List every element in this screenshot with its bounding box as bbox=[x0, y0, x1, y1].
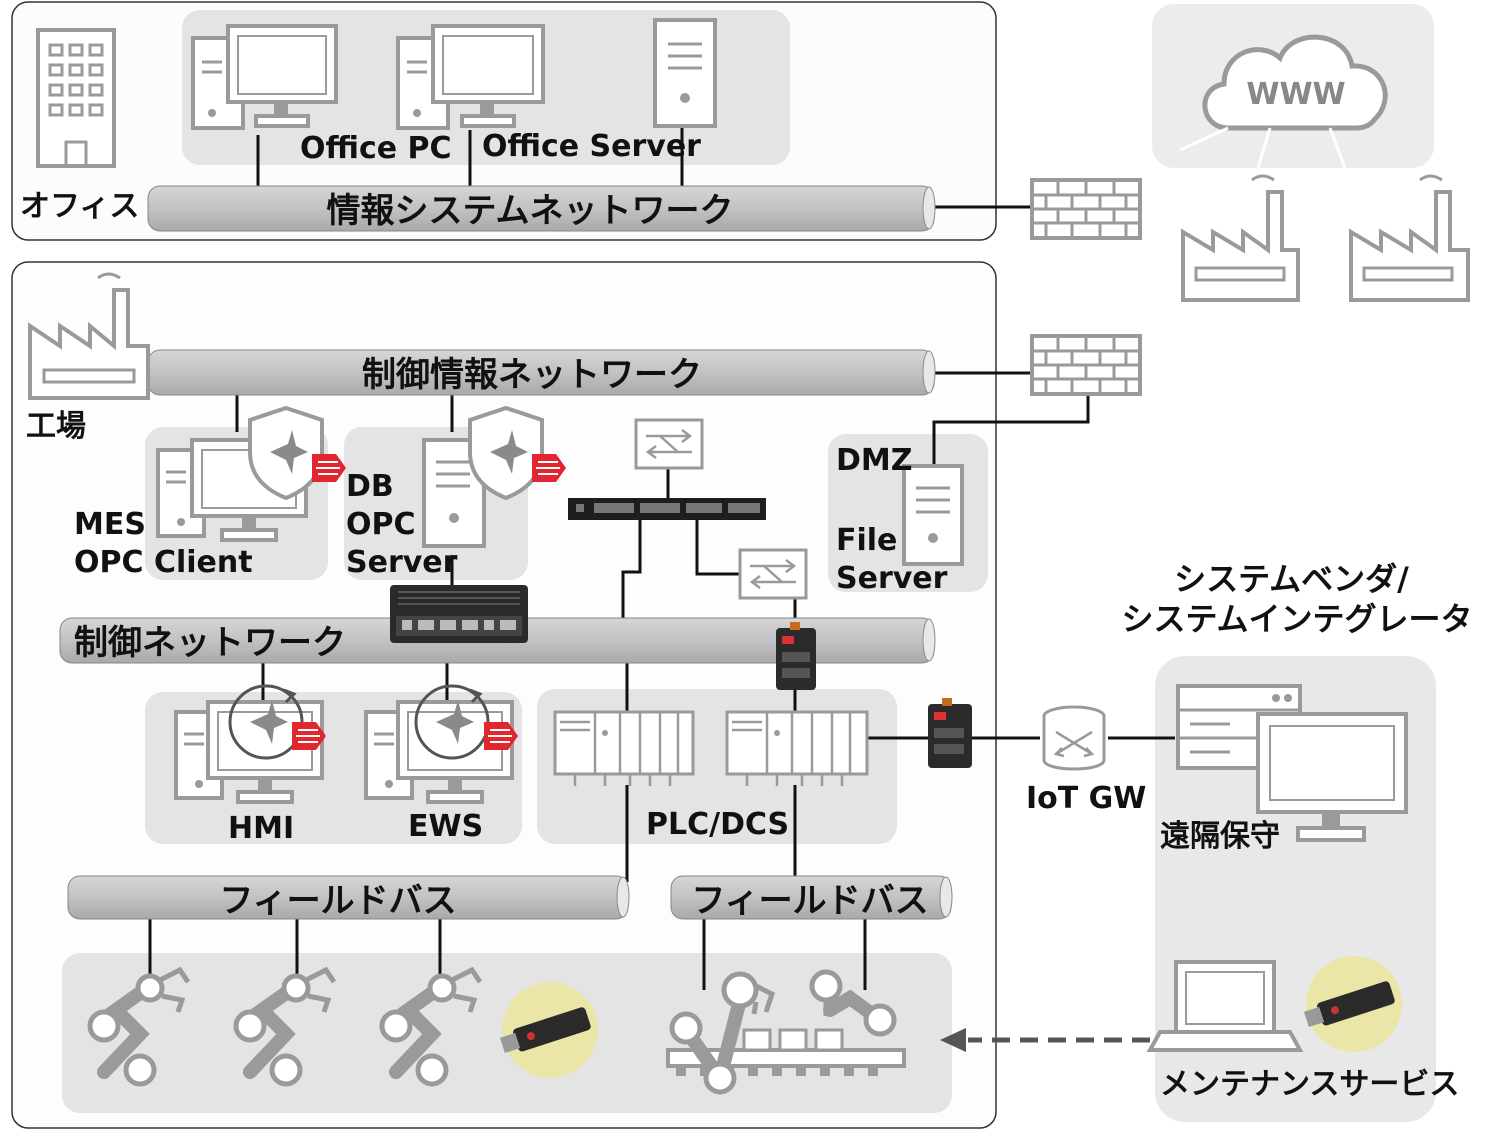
office-pc-2-icon bbox=[396, 24, 545, 130]
mes-label: MES OPC Client bbox=[74, 507, 253, 580]
plc-1-icon bbox=[553, 710, 695, 786]
wires bbox=[148, 125, 1175, 990]
edge-computer-icon bbox=[390, 585, 528, 643]
control-info-network-label: 制御情報ネットワーク bbox=[362, 355, 702, 395]
hmi-label: HMI bbox=[228, 811, 294, 846]
fieldbus-left: フィールドバス bbox=[67, 875, 630, 921]
fieldbus-left-label: フィールドバス bbox=[219, 881, 456, 921]
plc-label: PLC/DCS bbox=[646, 807, 789, 842]
info-system-network: 情報システムネットワーク bbox=[147, 185, 936, 232]
mes-label-line1: MES bbox=[74, 507, 146, 542]
file-server-icon bbox=[902, 464, 964, 566]
office-zone-label: オフィス bbox=[20, 189, 139, 224]
office-server-label: Office Server bbox=[482, 129, 701, 164]
db-label-line2: OPC bbox=[346, 507, 416, 542]
iot-gateway-icon bbox=[1042, 705, 1106, 771]
office-pc-1-icon bbox=[191, 24, 338, 130]
integrator-label-line2: システムインテグレータ bbox=[1121, 600, 1472, 638]
file-server-label-line1: File bbox=[836, 523, 897, 558]
mes-label-line2: OPC Client bbox=[74, 545, 253, 580]
io-gateway-icon bbox=[928, 698, 972, 768]
www-label: WWW bbox=[1246, 77, 1345, 112]
remote-maintenance-monitor-icon bbox=[1256, 712, 1408, 842]
usb-key-icon bbox=[1303, 956, 1402, 1052]
network-switch-icon bbox=[738, 548, 808, 600]
office-pc-label: Office PC bbox=[300, 131, 452, 166]
usb-key-icon bbox=[499, 982, 598, 1078]
io-gateway-icon bbox=[776, 622, 816, 690]
iot-gw-label: IoT GW bbox=[1026, 781, 1146, 816]
factory-icon bbox=[28, 272, 150, 400]
integrator-label: システムベンダ/ システムインテグレータ bbox=[1121, 560, 1472, 638]
info-system-network-label: 情報システムネットワーク bbox=[327, 191, 734, 231]
file-server-label-line2: Server bbox=[836, 561, 948, 596]
robot-arm-icon bbox=[379, 966, 483, 1087]
security-badge-icon bbox=[484, 722, 518, 750]
factory-zone-label: 工場 bbox=[26, 409, 86, 444]
fieldbus-right-label: フィールドバス bbox=[691, 881, 928, 921]
control-info-network: 制御情報ネットワーク bbox=[147, 349, 936, 396]
dmz-label: DMZ bbox=[836, 443, 913, 478]
cloud-icon: WWW bbox=[1202, 34, 1388, 131]
db-label: DB OPC Server bbox=[346, 469, 458, 580]
remote-factory-1-icon bbox=[1181, 174, 1300, 302]
network-switch-icon bbox=[634, 418, 704, 470]
ews-label: EWS bbox=[408, 809, 483, 844]
robot-arm-icon bbox=[233, 966, 337, 1087]
fieldbus-right: フィールドバス bbox=[670, 875, 953, 921]
plc-2-icon bbox=[725, 710, 869, 786]
control-network-label: 制御ネットワーク bbox=[74, 623, 346, 663]
remote-maintenance-label: 遠隔保守 bbox=[1160, 819, 1280, 854]
laptop-icon bbox=[1146, 960, 1304, 1052]
db-label-line3: Server bbox=[346, 545, 458, 580]
integrator-label-line1: システムベンダ/ bbox=[1174, 560, 1409, 598]
firewall-factory-icon bbox=[1030, 334, 1142, 396]
remote-factory-2-icon bbox=[1349, 174, 1470, 302]
db-label-line1: DB bbox=[346, 469, 394, 504]
security-badge-icon bbox=[312, 454, 346, 482]
robot-arm-icon bbox=[87, 966, 191, 1087]
maintenance-arrow bbox=[940, 1028, 1150, 1052]
file-server-label: File Server bbox=[836, 523, 948, 596]
security-badge-icon bbox=[292, 722, 326, 750]
security-badge-icon bbox=[532, 454, 566, 482]
office-building-icon bbox=[36, 28, 116, 168]
office-server-icon bbox=[653, 18, 717, 128]
switch-rack-icon bbox=[568, 498, 766, 520]
firewall-top-icon bbox=[1030, 178, 1142, 240]
conveyor-robot-icon bbox=[666, 969, 906, 1095]
maintenance-service-label: メンテナンスサービス bbox=[1160, 1067, 1459, 1102]
